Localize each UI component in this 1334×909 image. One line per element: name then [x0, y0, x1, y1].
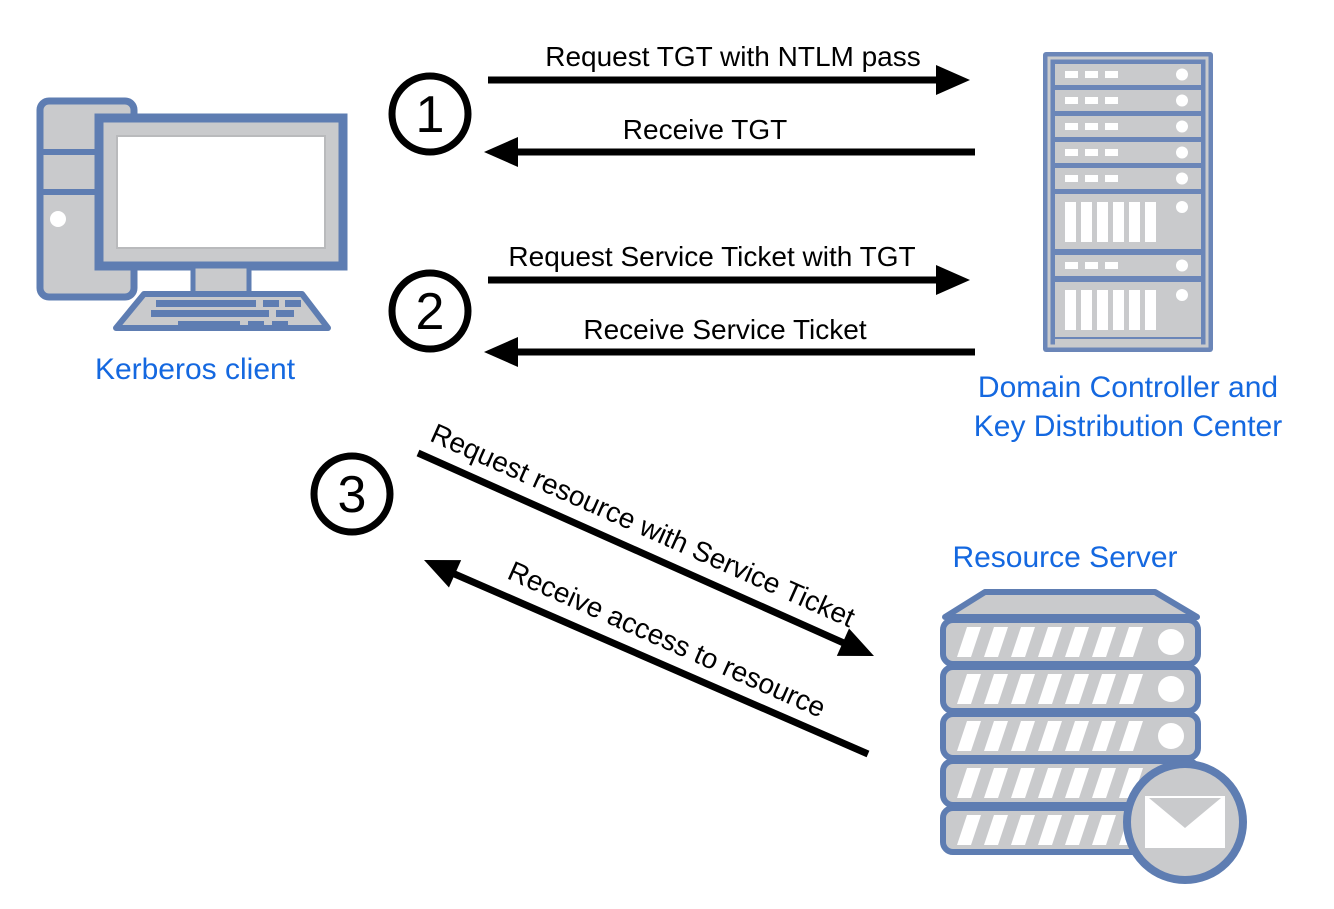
step-1: 1 Request TGT with NTLM pass Receive TGT: [388, 41, 975, 167]
step-2-response-label: Receive Service Ticket: [583, 314, 866, 345]
step-3-badge: [310, 452, 394, 536]
step-1-response-arrowhead: [484, 137, 518, 167]
computer-monitor: [94, 113, 348, 297]
domain-controller-label: Domain Controller and Key Distribution C…: [973, 371, 1283, 443]
step-3: 3 Request resource with Service Ticket R…: [310, 417, 881, 758]
server-stack-icon: [935, 589, 1247, 884]
client-label: Kerberos client: [94, 353, 296, 386]
step-2-request-label: Request Service Ticket with TGT: [508, 241, 915, 272]
step-3-request-arrow: [416, 449, 848, 648]
step-1-request-label: Request TGT with NTLM pass: [545, 41, 921, 72]
step-2-number: 2: [416, 283, 445, 341]
step-2: 2 Request Service Ticket with TGT Receiv…: [388, 241, 975, 367]
step-1-response-label: Receive TGT: [623, 114, 787, 145]
computer-keyboard: [113, 291, 331, 331]
step-2-request-arrowhead: [936, 265, 970, 295]
server-rack-icon: [1043, 52, 1213, 352]
step-3-response-arrow: [448, 568, 870, 758]
server-top: [942, 589, 1200, 620]
step-1-number: 1: [416, 86, 445, 144]
resource-server-label: Resource Server: [952, 541, 1178, 574]
step-3-request-label: Request resource with Service Ticket: [426, 417, 860, 633]
envelope-icon: [1123, 760, 1247, 884]
step-2-badge: [388, 269, 472, 353]
step-1-request-arrowhead: [936, 65, 970, 95]
step-3-response-arrowhead: [417, 546, 462, 588]
step-1-badge: [388, 72, 472, 156]
step-3-number: 3: [338, 466, 367, 524]
step-3-request-arrowhead: [836, 628, 881, 670]
step-2-response-arrowhead: [484, 337, 518, 367]
desktop-computer-icon: [36, 97, 348, 331]
